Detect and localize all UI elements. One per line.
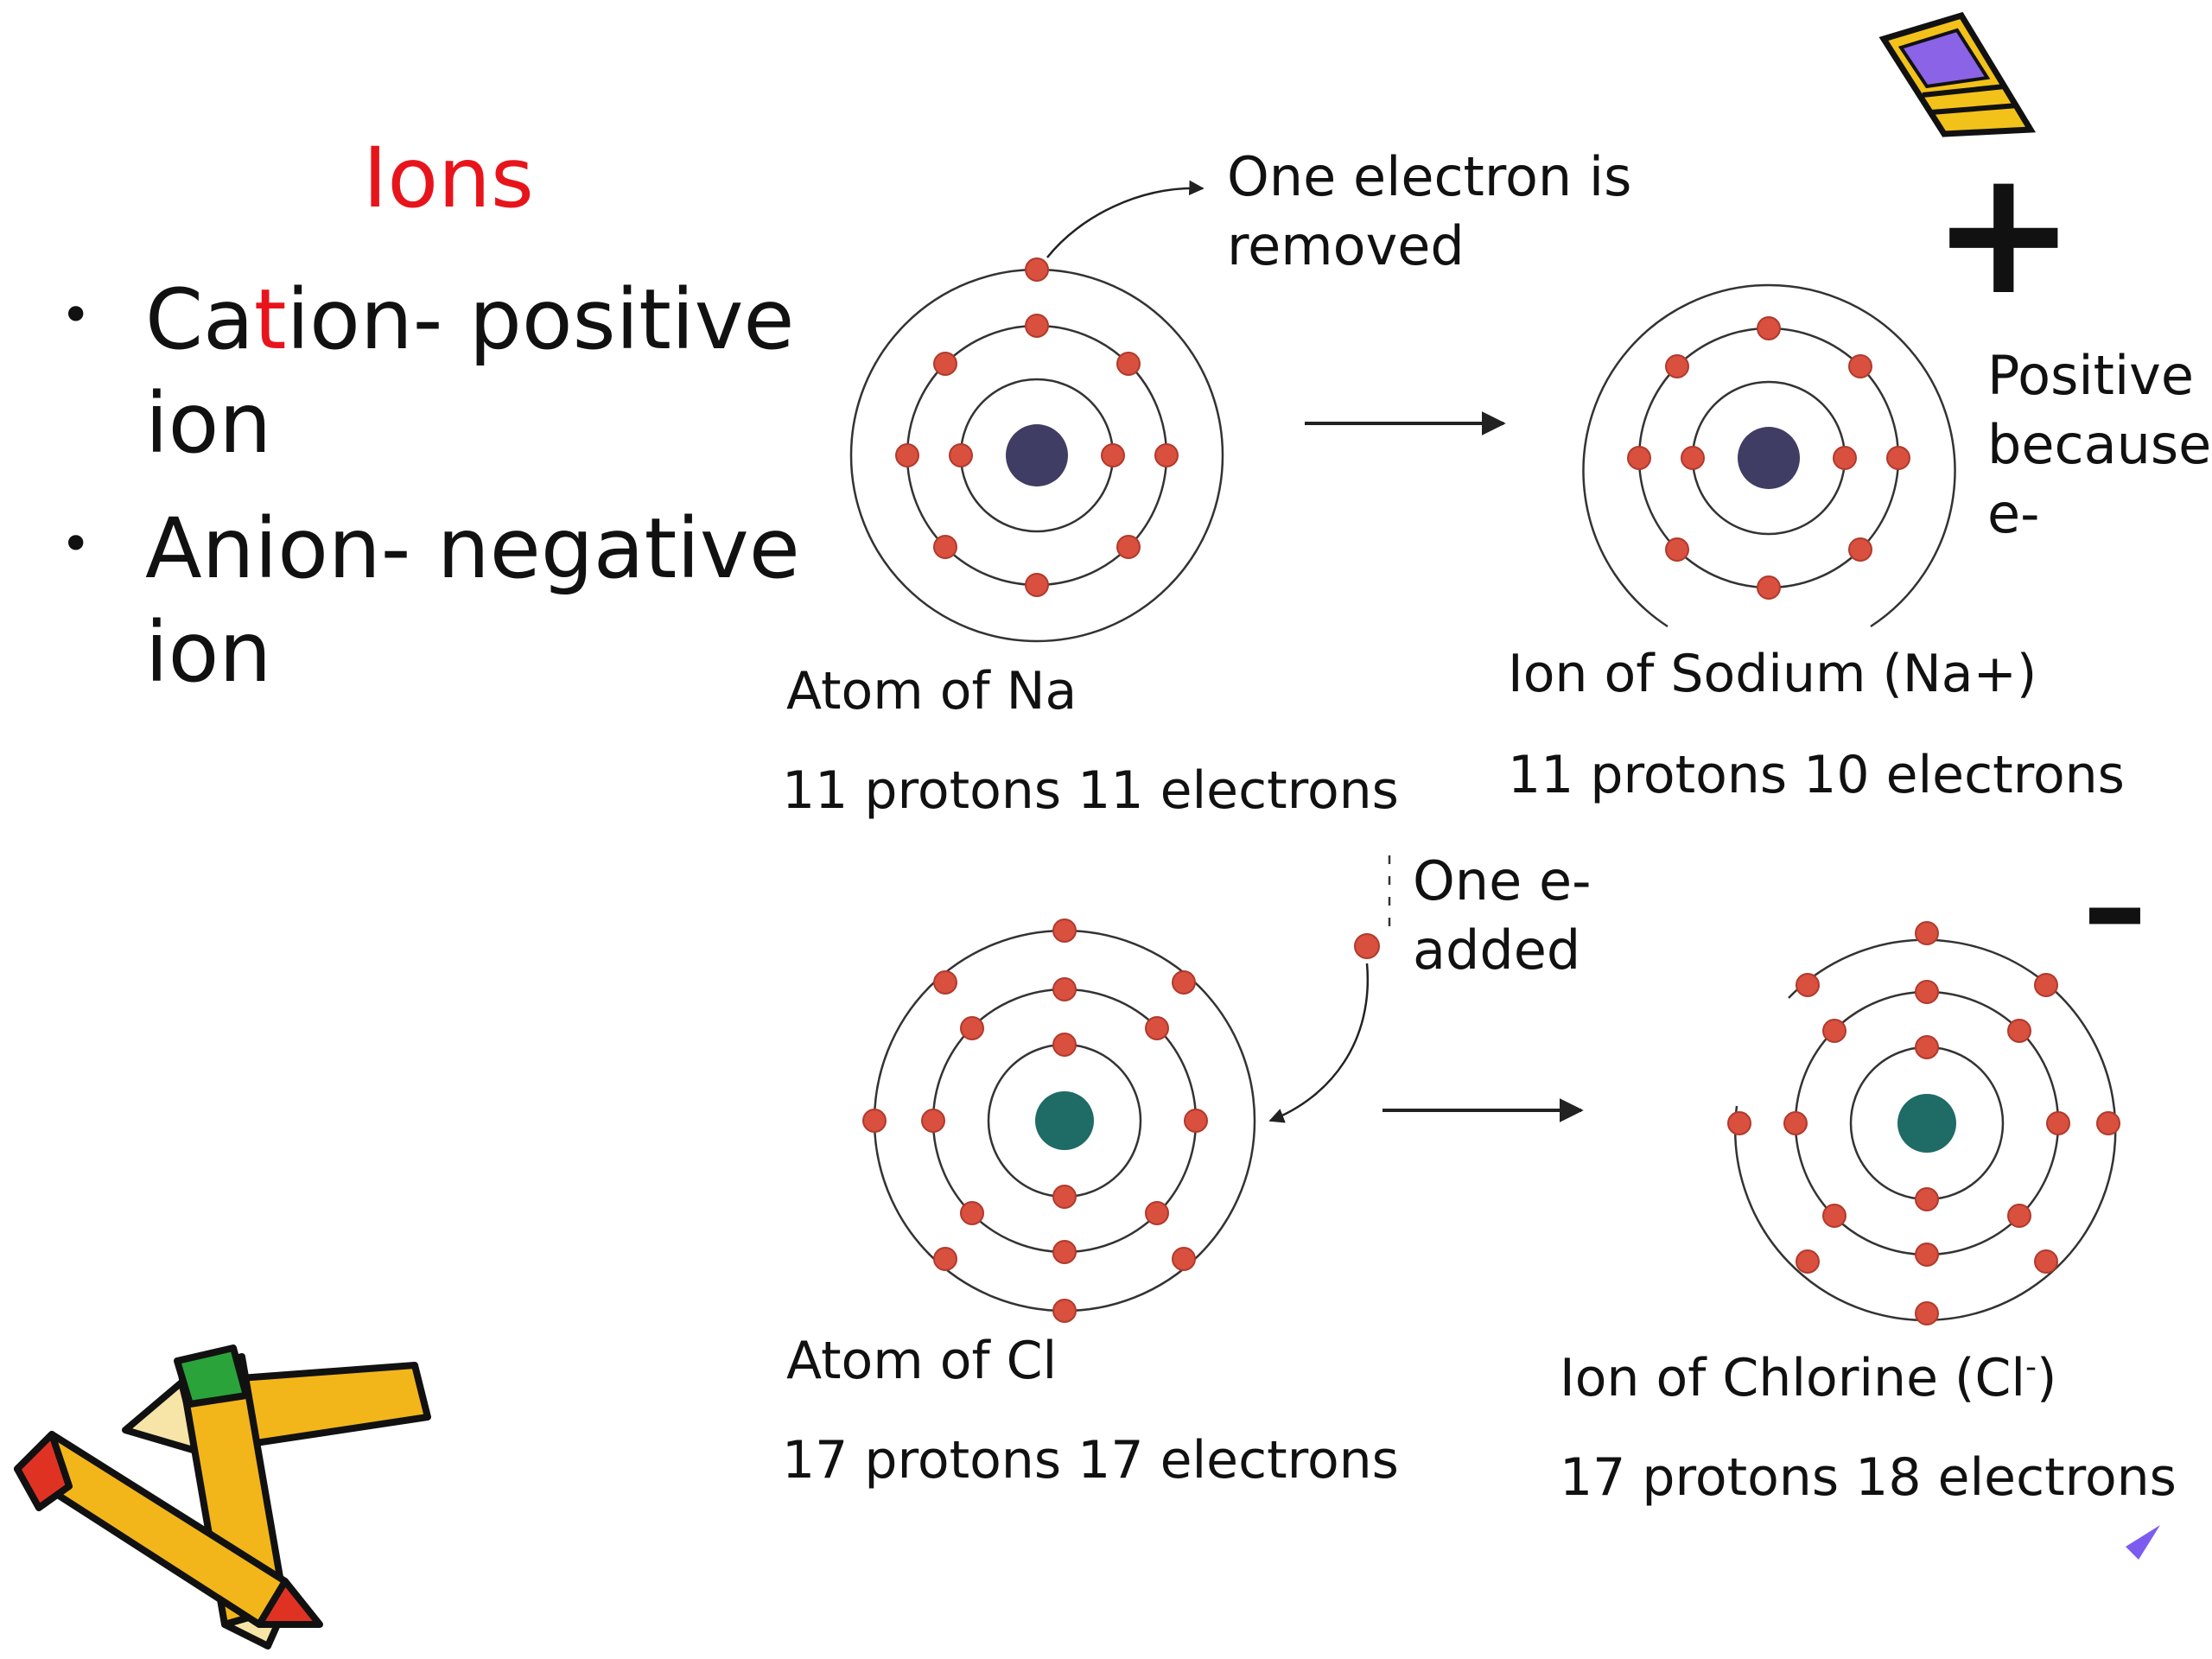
sodium-atom-label: Atom of Na (786, 661, 1077, 721)
bullet-marker: • (60, 285, 92, 346)
bullet-cation-line2: ion (145, 375, 272, 472)
electron-added-arrow (1268, 963, 1370, 1123)
sodium-ion-label: Ion of Sodium (Na+) (1508, 644, 2037, 704)
bullet-cation-highlight: t (253, 271, 287, 368)
sodium-ion-counts: 11 protons 10 electrons (1508, 745, 2125, 805)
chlorine-ion-label-text: Ion of Chlorine (Cl (1560, 1348, 2026, 1408)
electron-removed-arrow (1046, 180, 1205, 258)
bullet-cation: Cation- positive ion (145, 268, 794, 475)
positive-explanation-line3: e- (1987, 482, 2040, 545)
notepad-clipart-icon (1878, 11, 2037, 137)
sodium-atom-electrons (895, 257, 1179, 597)
bullet-anion: Anion- negative ion (145, 497, 800, 704)
bullet-cation-text: Ca (145, 271, 254, 368)
chlorine-ion-label-close: ) (2037, 1348, 2057, 1408)
positive-explanation-line1: Positive (1987, 344, 2195, 407)
sodium-ion-electrons (1627, 316, 1910, 600)
sodium-ion-nucleus (1738, 427, 1800, 489)
negative-sign: – (2082, 832, 2147, 982)
bullet-anion-line2: ion (145, 604, 272, 701)
chlorine-ion-counts: 17 protons 18 electrons (1560, 1447, 2177, 1508)
electron-removed-note: One electron is removed (1227, 143, 1631, 281)
electron-added-note-line2: added (1413, 918, 1581, 982)
crayons-clipart-icon (14, 1344, 431, 1649)
purple-mark-icon (2126, 1525, 2160, 1560)
bullet-cation-rest: ion- positive (286, 271, 795, 368)
chlorine-atom-counts: 17 protons 17 electrons (782, 1430, 1399, 1491)
bullet-marker: • (60, 514, 92, 575)
sodium-atom-counts: 11 protons 11 electrons (782, 760, 1399, 821)
positive-explanation-line2: because (1987, 413, 2212, 476)
electron-removed-note-line1: One electron is (1227, 145, 1632, 208)
chlorine-ion-charge: - (2025, 1350, 2037, 1385)
electron-removed-note-line2: removed (1227, 214, 1465, 277)
positive-sign: + (1931, 132, 2076, 334)
electron-added-note-line1: One e- (1413, 849, 1592, 912)
chlorine-atom-electrons (862, 918, 1208, 1323)
bullet-anion-text: Anion- negative (145, 500, 800, 597)
slide-title: Ions (363, 130, 534, 226)
sodium-atom-nucleus (1006, 424, 1068, 486)
electron-added-note: One e- added (1413, 847, 1591, 985)
chlorine-ion-nucleus (1897, 1094, 1956, 1153)
positive-explanation: Positive because e- (1987, 341, 2211, 549)
chlorine-atom-label: Atom of Cl (786, 1331, 1058, 1391)
chlorine-ion-label: Ion of Chlorine (Cl-) (1560, 1348, 2056, 1408)
chlorine-ion-electrons (1727, 921, 2120, 1325)
chlorine-atom-nucleus (1035, 1091, 1094, 1150)
added-electron (1354, 933, 1380, 959)
